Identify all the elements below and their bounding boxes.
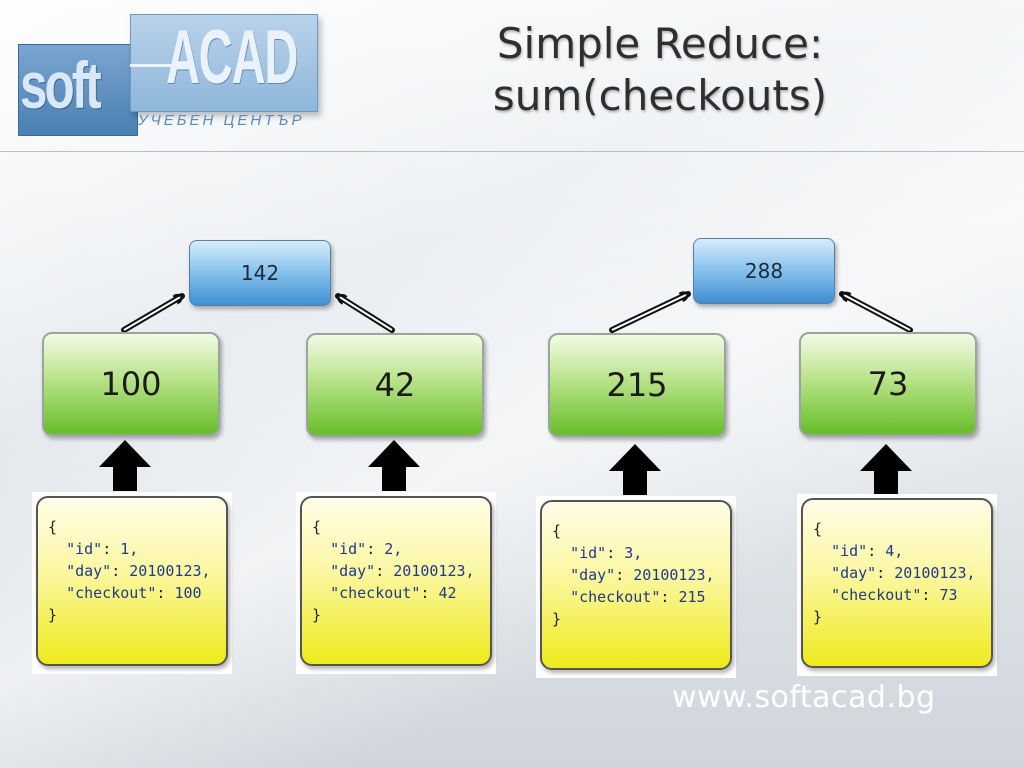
softacad-logo: soft ACAD УЧЕБЕН ЦЕНТЪР [18,14,318,136]
json-value: 20100123, [129,562,211,580]
website-url[interactable]: www.softacad.bg [672,680,936,715]
json-value: 42 [438,584,457,602]
json-key: "checkout" [570,588,661,606]
json-line-day: "day": 20100123, [831,564,976,582]
json-value: 20100123, [633,566,715,584]
json-value: 3, [624,544,643,562]
json-close-brace: } [312,606,322,624]
json-document: { "id": 1, "day": 20100123, "checkout": … [36,496,228,666]
json-open-brace: { [48,518,58,536]
json-open-brace: { [813,520,823,538]
json-line-checkout: "checkout": 73 [831,586,958,604]
up-arrow-1 [99,440,151,491]
partial-value-box: 73 [799,332,977,436]
json-key: "checkout" [66,584,157,602]
logo-text-soft: soft [20,48,102,122]
json-value: 100 [174,584,202,602]
partial-value-box: 100 [42,332,220,436]
json-document: { "id": 4, "day": 20100123, "checkout": … [801,498,993,668]
json-line-id: "id": 2, [330,540,403,558]
logo-back-panel [18,44,138,136]
json-value: 20100123, [894,564,976,582]
json-document: { "id": 2, "day": 20100123, "checkout": … [300,496,492,666]
json-value: 215 [678,588,706,606]
partial-value-box: 42 [306,333,484,437]
json-line-checkout: "checkout": 100 [66,584,202,602]
json-key: "id" [330,540,367,558]
json-key: "day" [330,562,376,580]
reduce-arrows-left [121,293,395,333]
json-line-id: "id": 3, [570,544,643,562]
slide-title: Simple Reduce: sum(checkouts) [420,18,900,122]
json-key: "checkout" [831,586,922,604]
json-key: "checkout" [330,584,421,602]
partial-value-box: 215 [548,333,726,437]
json-close-brace: } [813,608,823,626]
json-close-brace: } [48,606,58,624]
json-value: 73 [939,586,958,604]
reduce-result-box: 288 [693,238,835,304]
json-line-day: "day": 20100123, [570,566,715,584]
json-key: "id" [66,540,103,558]
json-line-checkout: "checkout": 215 [570,588,706,606]
json-close-brace: } [552,610,562,628]
json-line-id: "id": 4, [831,542,904,560]
json-open-brace: { [312,518,322,536]
json-key: "id" [831,542,868,560]
json-value: 4, [885,542,904,560]
logo-front-panel [130,14,318,112]
json-key: "id" [570,544,607,562]
up-arrow-2 [368,440,420,491]
logo-text-acad: ACAD [166,15,298,100]
json-document: { "id": 3, "day": 20100123, "checkout": … [540,500,732,670]
logo-divider [130,64,190,67]
json-key: "day" [831,564,877,582]
json-open-brace: { [552,522,562,540]
map-arrows [99,440,912,495]
json-value: 1, [120,540,139,558]
json-line-checkout: "checkout": 42 [330,584,457,602]
json-value: 20100123, [393,562,475,580]
json-line-day: "day": 20100123, [330,562,475,580]
logo-subtitle: УЧЕБЕН ЦЕНТЪР [138,112,305,129]
json-value: 2, [384,540,403,558]
json-key: "day" [570,566,616,584]
title-divider [0,151,1024,152]
json-line-day: "day": 20100123, [66,562,211,580]
slide-title-line-2: sum(checkouts) [492,71,828,120]
reduce-arrows-right [609,291,913,333]
json-key: "day" [66,562,112,580]
up-arrow-3 [609,444,661,495]
reduce-result-box: 142 [189,240,331,306]
slide-title-line-1: Simple Reduce: [496,19,824,68]
up-arrow-4 [860,444,912,495]
json-line-id: "id": 1, [66,540,139,558]
